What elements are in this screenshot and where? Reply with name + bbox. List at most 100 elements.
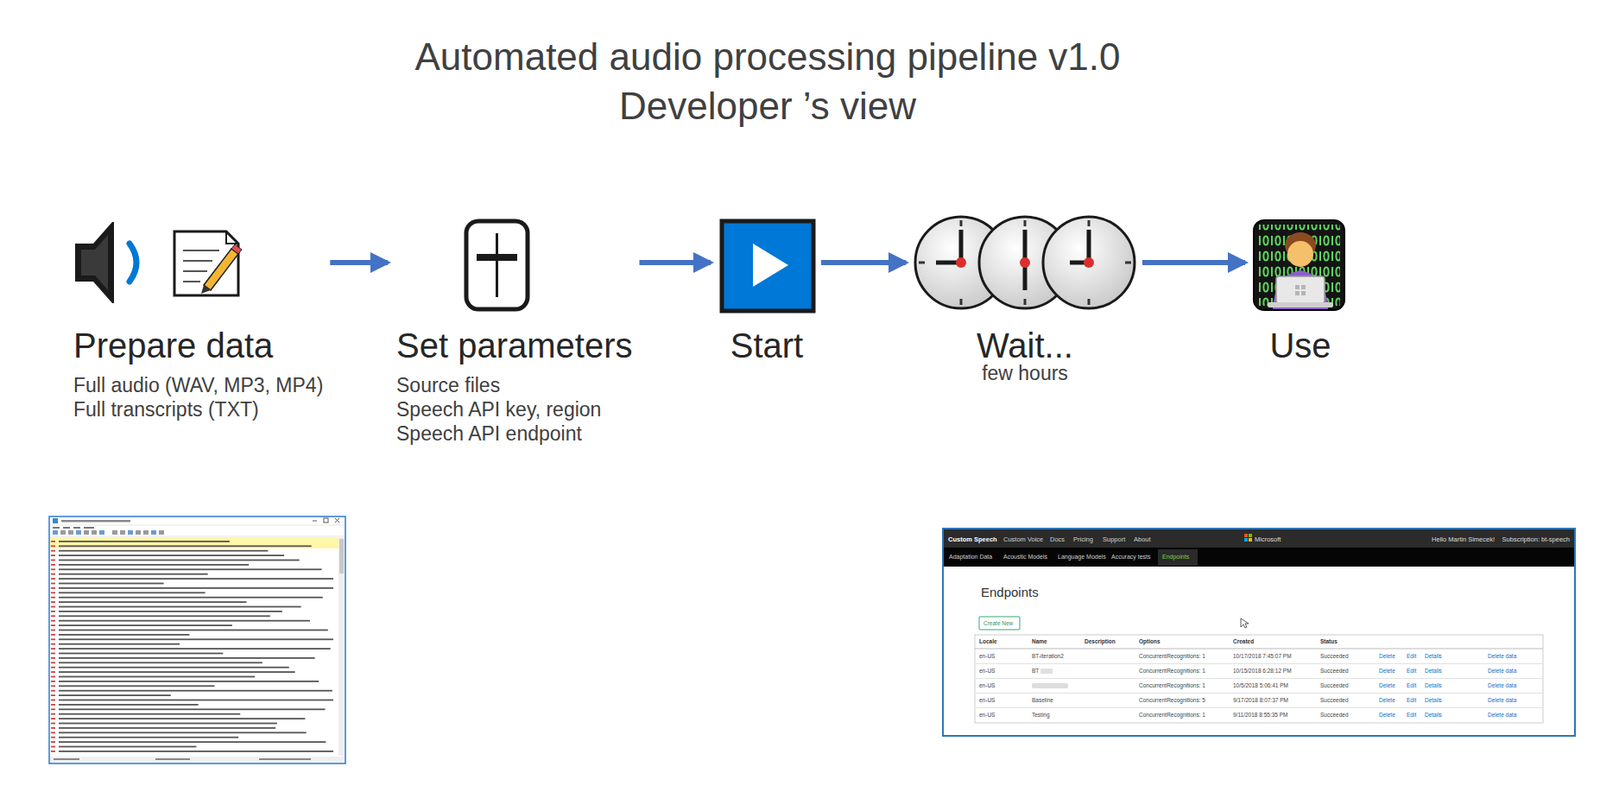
notepad-screenshot (50, 756, 345, 763)
ui-label: Endpoints (980, 584, 1039, 601)
notepad-screenshot (83, 526, 95, 529)
process-step: Start (719, 215, 815, 367)
notepad-screenshot (58, 633, 190, 636)
ui-label: Delete data (1487, 682, 1517, 690)
notepad-screenshot (50, 694, 56, 696)
speaker-icon (81, 234, 108, 291)
notepad-screenshot (58, 568, 323, 570)
ui-label: ConcurrentRecognitions: 1 (1138, 667, 1206, 675)
notepad-screenshot (58, 614, 271, 617)
notepad-screenshot (50, 647, 56, 650)
notepad-screenshot (50, 652, 56, 655)
speaker-icon (75, 221, 114, 304)
notepad-screenshot (155, 758, 190, 760)
clock-icon (1019, 257, 1031, 268)
notepad-screenshot (58, 680, 319, 683)
notepad-screenshot (58, 587, 334, 589)
document-icon (231, 244, 242, 254)
notepad-screenshot (50, 727, 56, 729)
developer-icon (1295, 284, 1300, 290)
developer-icon (1276, 276, 1325, 304)
notepad-screenshot (52, 526, 60, 529)
developer-icon (1258, 224, 1341, 306)
ui-label: 9/17/2018 8:07:37 PM (1233, 696, 1289, 704)
fader-icon (476, 253, 518, 261)
developer-icon (1301, 284, 1306, 290)
ui-label: Edit (1406, 711, 1417, 719)
ui-label: Succeeded (1320, 711, 1349, 719)
notepad-screenshot (50, 722, 56, 725)
flow-arrow (1142, 259, 1246, 266)
notepad-screenshot (50, 680, 56, 683)
notepad-screenshot (58, 600, 247, 603)
process-step: Set parametersSource filesSpeech API key… (396, 215, 633, 446)
portal-screenshot (1244, 533, 1248, 538)
ui-label: Custom Speech (948, 534, 998, 543)
notepad-screenshot (58, 731, 307, 734)
developer-icon (1253, 220, 1345, 310)
ui-label: Created (1233, 638, 1254, 646)
ui-label: Details (1424, 711, 1442, 719)
notepad-screenshot (58, 657, 316, 659)
ui-label: Succeeded (1320, 667, 1349, 675)
portal-screenshot (1240, 618, 1249, 628)
step-heading: Start (719, 324, 815, 367)
notepad-screenshot (58, 606, 302, 608)
notepad-screenshot (50, 624, 56, 627)
notepad-screenshot (50, 582, 56, 585)
notepad-screenshot (58, 647, 331, 650)
ui-label: Delete (1378, 667, 1396, 675)
ui-label: Accuracy tests (1111, 553, 1151, 561)
notepad-screenshot (58, 573, 209, 576)
clock-icon (1083, 257, 1095, 268)
notepad-screenshot (50, 629, 56, 632)
ui-label: Delete (1378, 696, 1396, 704)
notepad-screenshot (58, 582, 165, 585)
notepad-screenshot (50, 666, 56, 669)
notepad-screenshot (58, 689, 333, 692)
ui-label: BT-iteration2 (1031, 652, 1064, 660)
ui-label: ConcurrentRecognitions: 1 (1138, 682, 1206, 690)
portal-screenshot (1157, 549, 1198, 566)
notepad-screenshot (50, 638, 56, 640)
ui-label: Create New (983, 619, 1013, 627)
portal-screenshot (974, 663, 1544, 665)
ui-label: Delete data (1487, 667, 1517, 675)
ui-label: Support (1102, 534, 1126, 543)
ui-label: 10/5/2018 5:06:41 PM (1233, 682, 1289, 690)
notepad-screenshot (99, 530, 105, 535)
ui-label: Delete (1378, 711, 1396, 719)
notepad-screenshot (50, 750, 56, 753)
notepad-screenshot (50, 524, 345, 526)
notepad-screenshot (312, 520, 317, 522)
notepad-screenshot (127, 530, 133, 535)
ui-label: en-US (979, 711, 995, 719)
notepad-screenshot (52, 530, 58, 535)
document-icon (201, 284, 211, 294)
ui-label: Docs (1049, 534, 1065, 543)
flow-arrow (821, 259, 906, 266)
document-icon (174, 231, 239, 296)
notepad-screenshot (58, 708, 326, 710)
ui-label: Acoustic Models (1003, 553, 1048, 561)
notepad-screenshot (50, 633, 56, 636)
notepad-screenshot (323, 518, 329, 523)
ui-label: Delete (1378, 682, 1396, 690)
notepad-screenshot (50, 699, 56, 702)
notepad-screenshot (58, 676, 255, 678)
notepad-screenshot (58, 661, 263, 664)
notepad-screenshot (143, 530, 149, 535)
notepad-screenshot (58, 610, 283, 613)
notepad-screenshot (58, 717, 305, 720)
notepad-screenshot (50, 587, 56, 589)
portal-screenshot (943, 529, 1575, 548)
notepad-screenshot (50, 596, 56, 599)
ui-label: Edit (1406, 652, 1417, 660)
ui-label: Microsoft (1254, 534, 1281, 543)
ui-label: 9/11/2018 8:55:35 PM (1233, 711, 1288, 719)
step-detail: Speech API key, region (396, 397, 633, 422)
portal-screenshot (979, 616, 1020, 630)
notepad-screenshot (50, 689, 56, 692)
process-step: Use (1253, 215, 1348, 367)
